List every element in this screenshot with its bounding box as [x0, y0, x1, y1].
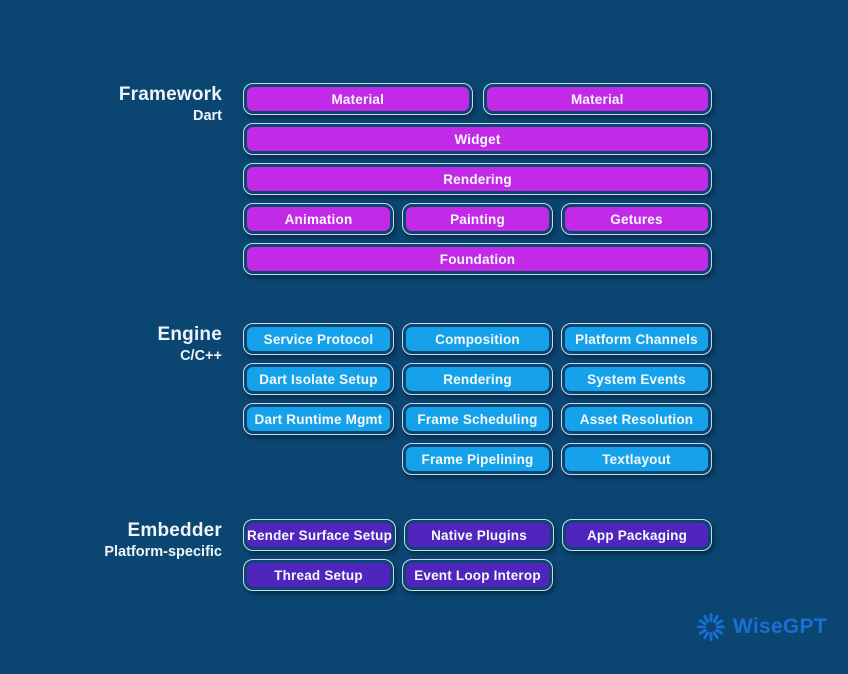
- engine-box-dart-isolate-setup: Dart Isolate Setup: [243, 363, 394, 395]
- framework-row-3: Rendering: [243, 163, 712, 195]
- framework-box-rendering: Rendering: [243, 163, 712, 195]
- box-label: Service Protocol: [247, 327, 390, 351]
- box-label: Rendering: [406, 367, 549, 391]
- box-label: Dart Isolate Setup: [247, 367, 390, 391]
- box-label: Painting: [406, 207, 549, 231]
- box-label: Platform Channels: [565, 327, 708, 351]
- box-label: Frame Scheduling: [406, 407, 549, 431]
- engine-box-composition: Composition: [402, 323, 553, 355]
- engine-box-service-protocol: Service Protocol: [243, 323, 394, 355]
- engine-box-frame-scheduling: Frame Scheduling: [402, 403, 553, 435]
- box-label: Dart Runtime Mgmt: [247, 407, 390, 431]
- box-label: Composition: [406, 327, 549, 351]
- wisegpt-logo: WiseGPT: [695, 611, 827, 643]
- engine-box-system-events: System Events: [561, 363, 712, 395]
- framework-box-foundation: Foundation: [243, 243, 712, 275]
- section-subtitle-platform-specific: Platform-specific: [104, 544, 222, 560]
- engine-box-frame-pipelining: Frame Pipelining: [402, 443, 553, 475]
- embedder-row-1: Render Surface Setup Native Plugins App …: [243, 519, 712, 551]
- box-label: Render Surface Setup: [247, 523, 393, 547]
- embedder-box-app-packaging: App Packaging: [562, 519, 712, 551]
- framework-box-animation: Animation: [243, 203, 394, 235]
- framework-box-material-2: Material: [482, 83, 712, 115]
- engine-box-rendering: Rendering: [402, 363, 553, 395]
- engine-row-1: Service Protocol Composition Platform Ch…: [243, 323, 712, 355]
- box-label: Asset Resolution: [565, 407, 708, 431]
- engine-section-label: Engine C/C++: [0, 324, 222, 364]
- embedder-section-label: Embedder Platform-specific: [0, 520, 222, 560]
- box-label: Native Plugins: [408, 523, 551, 547]
- engine-box-platform-channels: Platform Channels: [561, 323, 712, 355]
- box-label: Textlayout: [565, 447, 708, 471]
- box-label: Rendering: [247, 167, 708, 191]
- box-label: Widget: [247, 127, 708, 151]
- box-label: Material: [247, 87, 469, 111]
- box-label: Event Loop Interop: [406, 563, 549, 587]
- section-title-engine: Engine: [157, 324, 222, 345]
- box-label: Frame Pipelining: [406, 447, 549, 471]
- box-label: Foundation: [247, 247, 708, 271]
- engine-row-2: Dart Isolate Setup Rendering System Even…: [243, 363, 712, 395]
- framework-row-1: Material Material: [243, 83, 712, 115]
- framework-section-label: Framework Dart: [0, 84, 222, 124]
- engine-row-3: Dart Runtime Mgmt Frame Scheduling Asset…: [243, 403, 712, 435]
- embedder-box-native-plugins: Native Plugins: [404, 519, 555, 551]
- engine-box-textlayout: Textlayout: [561, 443, 712, 475]
- box-label: Thread Setup: [247, 563, 390, 587]
- engine-row-4: Frame Pipelining Textlayout: [243, 443, 712, 475]
- box-label: Getures: [565, 207, 708, 231]
- embedder-box-event-loop-interop: Event Loop Interop: [402, 559, 553, 591]
- framework-box-painting: Painting: [402, 203, 553, 235]
- embedder-box-render-surface-setup: Render Surface Setup: [243, 519, 397, 551]
- framework-row-4: Animation Painting Getures: [243, 203, 712, 235]
- section-subtitle-cpp: C/C++: [180, 348, 222, 364]
- embedder-box-thread-setup: Thread Setup: [243, 559, 394, 591]
- section-title-framework: Framework: [118, 84, 222, 105]
- radial-burst-icon: [695, 611, 727, 643]
- box-label: Animation: [247, 207, 390, 231]
- framework-box-getures: Getures: [561, 203, 712, 235]
- framework-row-2: Widget: [243, 123, 712, 155]
- engine-box-dart-runtime-mgmt: Dart Runtime Mgmt: [243, 403, 394, 435]
- engine-box-asset-resolution: Asset Resolution: [561, 403, 712, 435]
- box-label: App Packaging: [566, 523, 708, 547]
- box-label: Material: [486, 87, 708, 111]
- section-subtitle-dart: Dart: [192, 108, 222, 124]
- section-title-embedder: Embedder: [127, 520, 222, 541]
- embedder-row-2: Thread Setup Event Loop Interop: [243, 559, 712, 591]
- framework-box-material-1: Material: [243, 83, 473, 115]
- framework-box-widget: Widget: [243, 123, 712, 155]
- logo-brand-text: WiseGPT: [732, 615, 827, 638]
- framework-row-5: Foundation: [243, 243, 712, 275]
- box-label: System Events: [565, 367, 708, 391]
